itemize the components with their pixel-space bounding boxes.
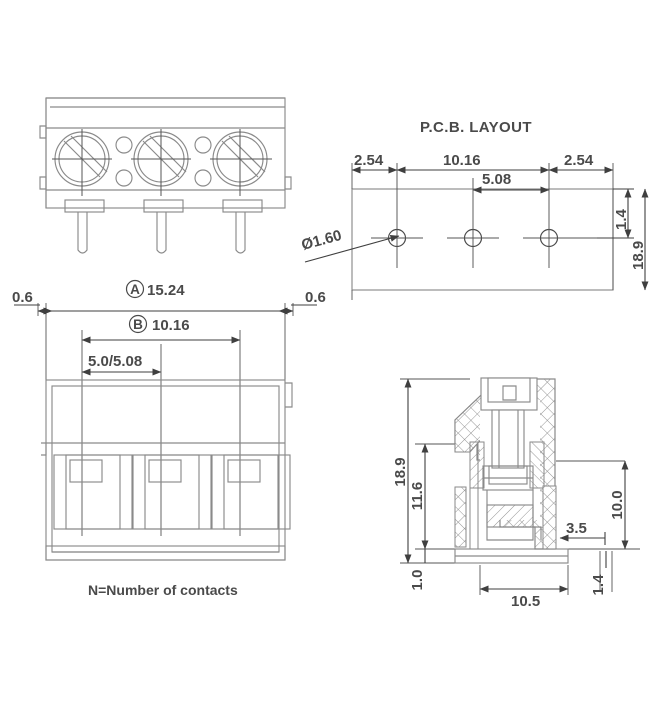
- dim-pcb-left-2p54-label: 2.54: [354, 152, 384, 169]
- dim-front-span-label: 10.16: [152, 317, 190, 334]
- rear-wall: [542, 485, 557, 550]
- dim-pcb-1p4-label: 1.4: [613, 208, 630, 230]
- pcb-layout-title: P.C.B. LAYOUT: [420, 119, 532, 136]
- dim-sec-3p5: [559, 532, 606, 545]
- clamp-block-right: [529, 441, 545, 489]
- dim-front-overall-label: 15.24: [147, 282, 185, 299]
- dim-pcb-right-2p54-label: 2.54: [564, 152, 594, 169]
- vent-hole: [194, 169, 212, 187]
- pin-pad: [222, 199, 263, 213]
- base-plate: [454, 548, 569, 564]
- dim-pcb-18p9-label: 18.9: [630, 241, 647, 270]
- front-view: 0.6 0.6 A 15.24 B 10.16 5.0/5.08: [12, 279, 326, 561]
- ref-circle-A-label: A: [130, 282, 140, 297]
- dim-sec-1p0-label: 1.0: [409, 570, 426, 591]
- dim-sec-1p4-label: 1.4: [590, 574, 607, 596]
- contact-slot-3: [211, 454, 291, 530]
- dim-front-pitch-label: 5.0/5.08: [88, 353, 142, 370]
- dim-front-left-0p6-label: 0.6: [12, 289, 33, 306]
- pin-pad: [143, 199, 184, 213]
- dim-sec-10p0-label: 10.0: [609, 490, 626, 519]
- dim-sec-10p5-label: 10.5: [511, 593, 540, 610]
- dim-front-right-0p6-label: 0.6: [305, 289, 326, 306]
- screw-shaft: [491, 409, 525, 469]
- pin-pad: [64, 199, 105, 213]
- pin: [77, 212, 88, 254]
- vent-hole: [115, 169, 133, 187]
- wire-pocket: [486, 490, 542, 541]
- dim-pcb-1p4: [597, 188, 634, 239]
- clamp-block-left: [469, 441, 485, 489]
- dim-sec-11p6-label: 11.6: [409, 482, 426, 510]
- vent-hole: [194, 136, 212, 154]
- left-foot: [454, 486, 467, 548]
- dim-pcb-pitch-5p08-label: 5.08: [482, 171, 511, 188]
- contact-slot-1: [53, 454, 133, 530]
- pcb-layout-view: 2.54 10.16 2.54 5.08 1.4 18.9: [300, 152, 649, 300]
- vent-hole: [115, 136, 133, 154]
- dim-sec-3p5-label: 3.5: [566, 520, 587, 537]
- pin: [235, 212, 246, 254]
- contacts-note: N=Number of contacts: [88, 582, 238, 598]
- dim-pcb-span-10p16-label: 10.16: [443, 152, 481, 169]
- top-view-centerlines: [52, 129, 272, 196]
- dim-hole-diameter-leader: [304, 234, 400, 263]
- ref-circle-B: B: [128, 314, 148, 334]
- ref-circle-B-label: B: [133, 317, 143, 332]
- ref-circle-A: A: [125, 279, 145, 299]
- cross-section-view: 18.9 11.6 1.0 10.5 3.5 10.0 1.4: [392, 377, 640, 610]
- pin: [156, 212, 167, 254]
- dim-sec-18p9-label: 18.9: [392, 457, 409, 486]
- screw-head-section: [480, 377, 538, 411]
- contact-slot-2: [132, 454, 212, 530]
